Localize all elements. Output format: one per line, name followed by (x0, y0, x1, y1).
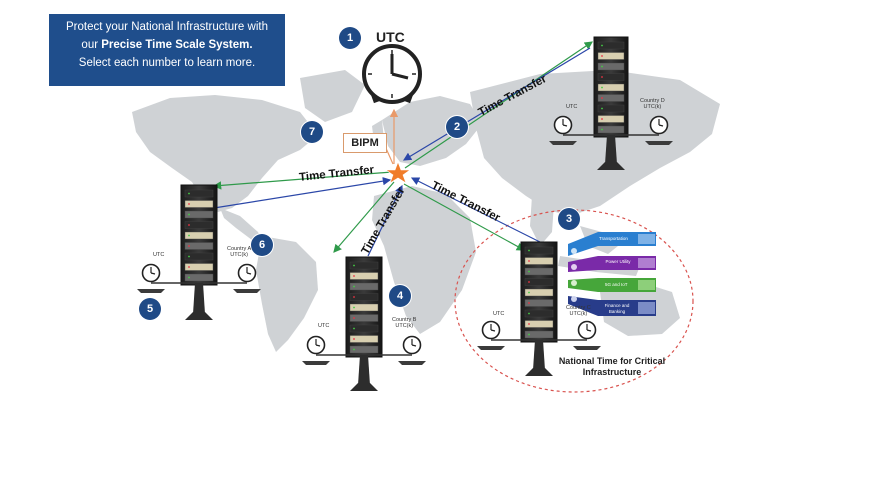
sector-5g-iot: 5G and IoT (605, 282, 628, 288)
sector-power-utility: Power Utility (603, 259, 633, 265)
station-d-utc-label: UTC (566, 104, 577, 110)
station-a-utc-label: UTC (153, 252, 164, 258)
infrastructure-title: National Time for Critical Infrastructur… (547, 356, 677, 378)
sector-finance-banking: Finance and Banking (600, 303, 634, 315)
number-button-4[interactable]: 4 (389, 285, 411, 307)
station-b-utc-label: UTC (318, 323, 329, 329)
number-button-1[interactable]: 1 (339, 27, 361, 49)
number-button-7[interactable]: 7 (301, 121, 323, 143)
number-button-6[interactable]: 6 (251, 234, 273, 256)
station-c-utc-label: UTC (493, 311, 504, 317)
banner-line-2: our Precise Time Scale System. (49, 36, 285, 54)
utc-clock-icon (364, 46, 420, 103)
number-button-5[interactable]: 5 (139, 298, 161, 320)
banner-line-3: Select each number to learn more. (49, 54, 285, 72)
instruction-banner: Protect your National Infrastructure wit… (49, 14, 285, 86)
number-button-2[interactable]: 2 (446, 116, 468, 138)
sector-transportation: Transportation (599, 236, 628, 242)
banner-emphasis: Precise Time Scale System. (101, 39, 252, 51)
utc-title: UTC (376, 29, 405, 45)
bipm-label: BIPM (343, 133, 387, 153)
number-button-3[interactable]: 3 (558, 208, 580, 230)
banner-line-1: Protect your National Infrastructure wit… (49, 18, 285, 36)
